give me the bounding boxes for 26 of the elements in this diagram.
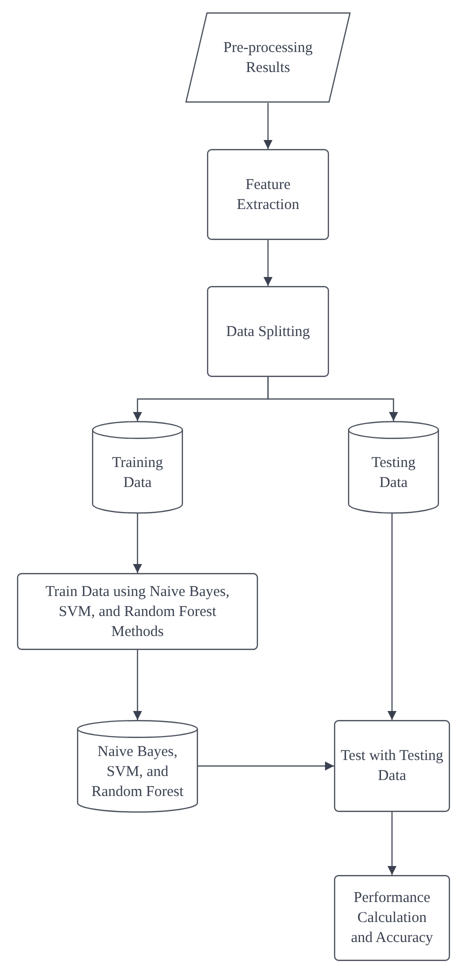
input-parallelogram [185,12,351,103]
database-cylinder [77,720,198,812]
database-cylinder [92,421,183,513]
arrow [267,377,398,421]
node-text: Test with Testing Data [340,747,444,786]
node-text: Pre-processing Results [222,38,314,78]
database-cylinder [348,421,439,513]
process-box [334,720,450,812]
node-text: Testing Data [370,454,416,493]
node-text: Training Data [110,454,164,493]
arrow [264,240,272,286]
node-text: Train Data using Naive Bayes, SVM, and Random Forest Methods [44,582,230,642]
node-text: Data Splitting [226,322,310,342]
arrow [133,650,142,720]
arrow [264,103,272,149]
arrow [388,812,396,875]
node-text: Feature Extraction [236,176,300,214]
arrow [198,762,334,770]
process-box [207,286,329,377]
process-box [17,573,258,650]
process-box [207,149,329,240]
arrow [388,513,396,720]
process-box [334,875,450,961]
arrow [133,513,142,573]
node-text: Naive Bayes, SVM, and Random Forest [90,743,185,802]
node-text: Performance Calculation and Accuracy [350,889,434,948]
